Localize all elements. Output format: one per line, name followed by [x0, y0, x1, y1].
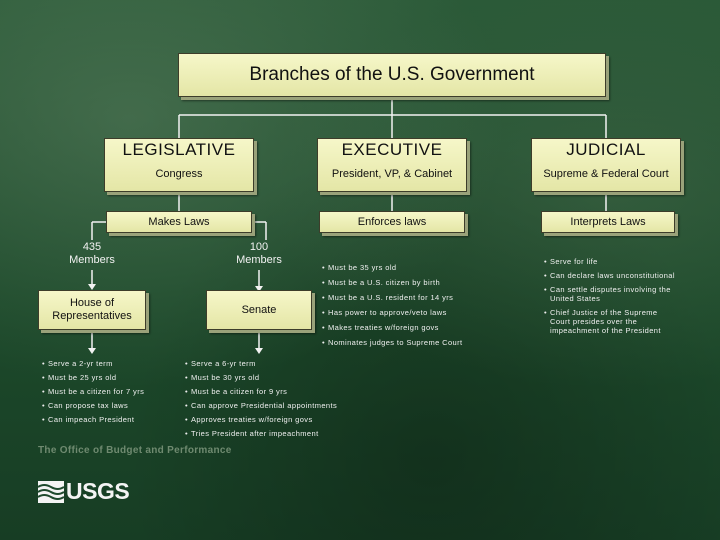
senate-bullet: Tries President after impeachment — [185, 429, 345, 438]
judicial-branch-box: JUDICIAL Supreme & Federal Court — [531, 138, 681, 192]
senate-bullet: Must be a citizen for 9 yrs — [185, 387, 345, 396]
judicial-bullet: Serve for life — [544, 257, 680, 266]
legislative-branch-box: LEGISLATIVE Congress — [104, 138, 254, 192]
house-name-line2: Representatives — [52, 310, 132, 322]
diagram-title-text: Branches of the U.S. Government — [249, 64, 535, 85]
judicial-bullet: Can declare laws unconstitutional — [544, 271, 680, 280]
judicial-bullet-list: Serve for life Can declare laws unconsti… — [544, 257, 680, 340]
executive-bullet: Must be a U.S. resident for 14 yrs — [322, 293, 522, 302]
usgs-wave-icon — [38, 480, 64, 503]
senate-count: 100 — [249, 241, 269, 253]
senate-members-label: Members — [236, 254, 282, 266]
executive-bullet-list: Must be 35 yrs old Must be a U.S. citize… — [322, 263, 522, 353]
arrow-senate — [255, 286, 263, 292]
diagram-title: Branches of the U.S. Government — [178, 53, 606, 97]
house-bullet: Can propose tax laws — [42, 401, 182, 410]
senate-member-count: 100 Members — [229, 241, 289, 267]
judicial-bullet: Can settle disputes involving the United… — [544, 285, 680, 303]
house-bullet: Can impeach President — [42, 415, 182, 424]
executive-sub: President, VP, & Cabinet — [331, 168, 453, 180]
executive-name: EXECUTIVE — [341, 140, 443, 159]
judicial-bullet: Chief Justice of the Supreme Court presi… — [544, 308, 680, 335]
judicial-name: JUDICIAL — [566, 140, 646, 159]
executive-bullet: Has power to approve/veto laws — [322, 308, 522, 317]
house-bullet: Must be 25 yrs old — [42, 373, 182, 382]
executive-bullet: Must be a U.S. citizen by birth — [322, 278, 522, 287]
senate-bullet: Must be 30 yrs old — [185, 373, 345, 382]
house-count: 435 — [82, 241, 102, 253]
house-members-label: Members — [69, 254, 115, 266]
senate-bullet: Serve a 6-yr term — [185, 359, 345, 368]
house-bullet: Serve a 2-yr term — [42, 359, 182, 368]
arrow-senate-bullets — [255, 348, 263, 354]
executive-bullet: Nominates judges to Supreme Court — [322, 338, 522, 347]
senate-name: Senate — [241, 303, 277, 316]
house-bullet: Must be a citizen for 7 yrs — [42, 387, 182, 396]
house-member-count: 435 Members — [62, 241, 122, 267]
house-box: House of Representatives — [38, 290, 146, 330]
legislative-sub: Congress — [155, 168, 203, 180]
judicial-sub: Supreme & Federal Court — [543, 168, 669, 180]
usgs-logo-text: USGS — [66, 478, 130, 504]
interprets-laws-text: Interprets Laws — [570, 216, 646, 228]
legislative-name: LEGISLATIVE — [122, 140, 236, 159]
enforces-laws-box: Enforces laws — [319, 211, 465, 233]
interprets-laws-box: Interprets Laws — [541, 211, 675, 233]
house-bullet-list: Serve a 2-yr term Must be 25 yrs old Mus… — [42, 359, 182, 429]
makes-laws-text: Makes Laws — [148, 216, 210, 228]
senate-bullet: Approves treaties w/foreign govs — [185, 415, 345, 424]
executive-bullet: Makes treaties w/foreign govs — [322, 323, 522, 332]
house-name-line1: House of — [69, 297, 115, 309]
senate-bullet-list: Serve a 6-yr term Must be 30 yrs old Mus… — [185, 359, 345, 443]
usgs-logo: USGS — [38, 478, 130, 505]
makes-laws-box: Makes Laws — [106, 211, 252, 233]
senate-bullet: Can approve Presidential appointments — [185, 401, 345, 410]
enforces-laws-text: Enforces laws — [357, 216, 427, 228]
senate-box: Senate — [206, 290, 312, 330]
executive-bullet: Must be 35 yrs old — [322, 263, 522, 272]
arrow-house-bullets — [88, 348, 96, 354]
executive-branch-box: EXECUTIVE President, VP, & Cabinet — [317, 138, 467, 192]
office-footer-text: The Office of Budget and Performance — [38, 445, 232, 456]
arrow-house — [88, 284, 96, 290]
